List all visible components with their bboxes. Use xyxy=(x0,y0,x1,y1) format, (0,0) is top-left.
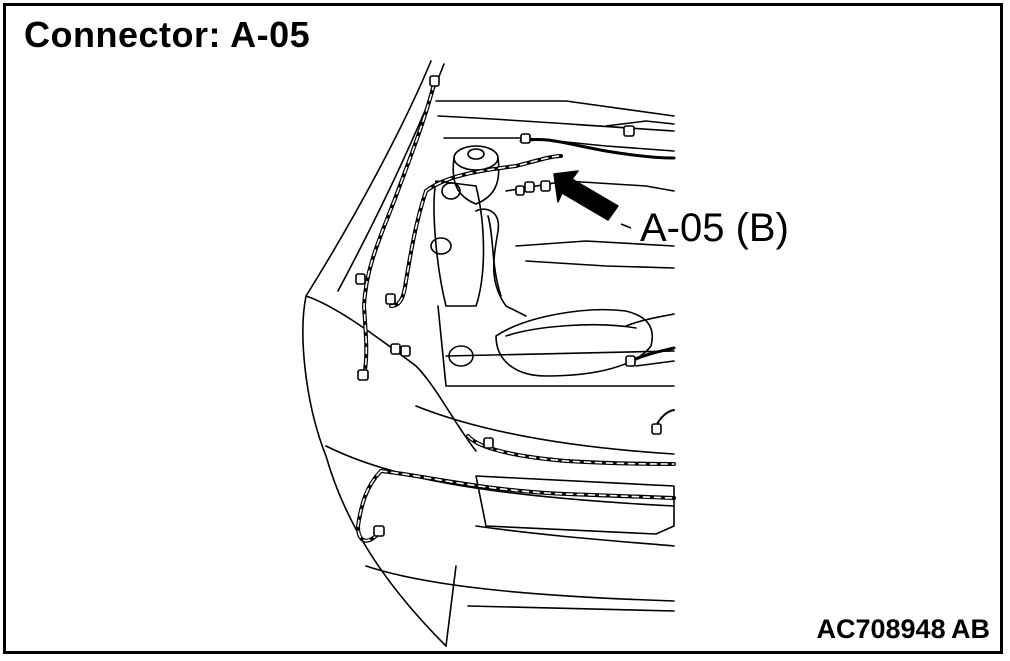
connector-marker xyxy=(625,355,636,367)
connector-marker xyxy=(400,345,411,357)
reservoir xyxy=(433,180,485,307)
connector-marker xyxy=(483,437,494,449)
connector-marker xyxy=(520,133,531,144)
connector-callout-label: A-05 (B) xyxy=(640,206,789,250)
connector-marker xyxy=(390,343,401,355)
connector-marker xyxy=(385,293,396,305)
connector-marker xyxy=(623,125,635,137)
connector-marker xyxy=(373,525,385,537)
callout-leader-line xyxy=(620,223,632,229)
connector-marker xyxy=(515,185,525,196)
connector-marker xyxy=(357,369,369,381)
grille xyxy=(475,475,675,535)
intake-tube xyxy=(475,208,527,317)
harness-cowl xyxy=(519,137,676,160)
connector-marker xyxy=(651,423,662,435)
page-title: Connector: A-05 xyxy=(24,14,311,55)
harness-right xyxy=(629,346,676,363)
bumper-upper-face xyxy=(325,445,675,507)
connector-marker xyxy=(429,75,440,87)
connector-marker xyxy=(540,180,551,192)
harness-fender xyxy=(362,82,436,378)
harness-left-drop xyxy=(389,189,428,308)
engine-cover xyxy=(495,308,653,377)
connector-marker xyxy=(524,181,535,193)
radiator-support xyxy=(437,305,675,387)
figure-code: AC708948 AB xyxy=(816,614,991,644)
diagram-frame: Connector: A-05 A-05 (B) AC708948 AB xyxy=(3,3,1003,654)
car-engine-bay-drawing xyxy=(302,60,676,647)
fender-edge xyxy=(302,60,447,647)
hood-line-left xyxy=(305,295,477,452)
engine-block-outline xyxy=(505,180,675,192)
arrow-pointer-icon xyxy=(553,170,619,221)
bumper-lower xyxy=(365,565,675,602)
connector-marker xyxy=(355,273,366,285)
cowl-panel xyxy=(437,115,675,132)
cowl-top xyxy=(435,100,675,117)
wiper-base xyxy=(605,120,675,127)
bumper-top xyxy=(415,405,675,455)
